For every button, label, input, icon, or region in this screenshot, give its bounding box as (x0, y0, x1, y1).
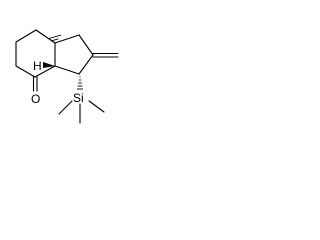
cyclopentane-ring (54, 34, 94, 75)
bond-c2-c3 (78, 54, 94, 75)
molecule-structure: O H Si (15, 29, 119, 124)
bond-c4-c3a (34, 65, 56, 78)
oxygen-label: O (31, 92, 40, 106)
trimethylsilyl-group: Si (58, 91, 105, 124)
ring-fusion-h-label: H (33, 59, 42, 73)
bond-c1-c2 (78, 34, 94, 56)
hashed-wedge-c7a (48, 34, 62, 42)
hashed-wedge-c3-si (77, 76, 83, 90)
bond-c7-c6 (15, 29, 37, 43)
bond-c3-c3a (54, 65, 80, 75)
si-methyl-right (88, 100, 105, 113)
cyclohexanone-ring (15, 29, 56, 78)
bold-wedge-c3a-h (43, 62, 55, 68)
methylene-group (92, 52, 119, 58)
silicon-label: Si (73, 91, 84, 105)
carbonyl-group: O (31, 76, 40, 106)
bond-c7a-c1 (54, 34, 80, 44)
bond-c5-c4 (15, 65, 36, 78)
si-methyl-left (58, 100, 73, 115)
